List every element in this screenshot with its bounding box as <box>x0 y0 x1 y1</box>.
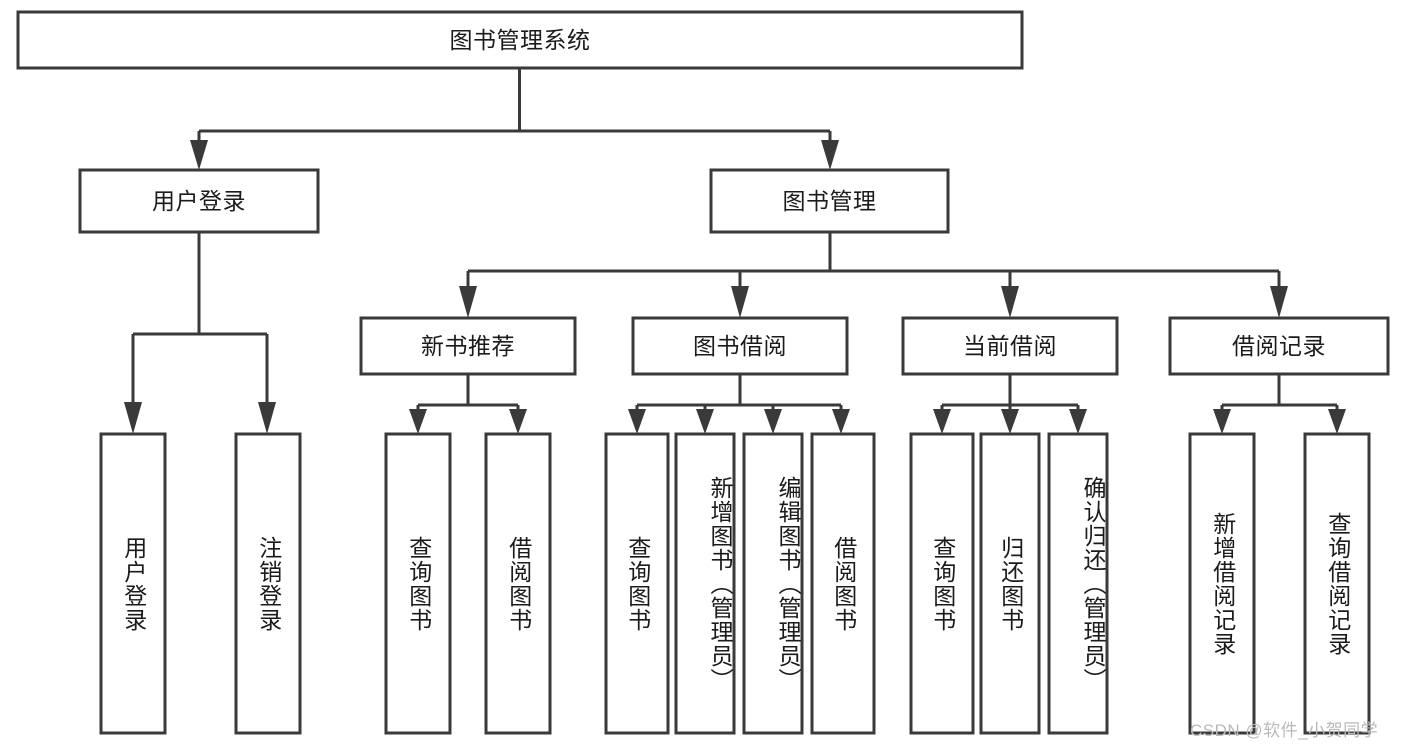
arrowhead-borrow-book-1 <box>509 409 527 434</box>
arrowhead-borrow-record <box>1270 286 1288 318</box>
arrowhead-query-book-1 <box>409 409 427 434</box>
arrowhead-current-borrow <box>1001 286 1019 318</box>
node-box-user-login[interactable] <box>78 168 320 234</box>
arrowhead-add-book <box>696 409 714 434</box>
arrowhead-book-management <box>821 140 839 170</box>
arrowhead-confirm-return <box>1069 409 1087 434</box>
node-box-return-book[interactable] <box>979 432 1041 735</box>
node-box-edit-book[interactable] <box>742 432 804 735</box>
arrowhead-query-book-3 <box>933 409 951 434</box>
node-box-add-book[interactable] <box>674 432 736 735</box>
node-box-confirm-return[interactable] <box>1047 432 1109 735</box>
connector-group-root <box>190 68 839 170</box>
connector-group-book-borrow <box>628 374 850 434</box>
node-box-book-management[interactable] <box>709 168 950 234</box>
node-box-new-book-recommend[interactable] <box>359 316 577 376</box>
node-box-borrow-record[interactable] <box>1168 316 1390 376</box>
node-box-borrow-book-2[interactable] <box>810 432 876 735</box>
connector-group-book-management <box>459 232 1288 318</box>
arrowhead-user-login <box>190 140 208 170</box>
node-box-user-login-leaf[interactable] <box>99 432 167 735</box>
arrowhead-query-book-2 <box>628 409 646 434</box>
node-box-query-borrow-record[interactable] <box>1303 432 1371 735</box>
connector-group-new-book-recommend <box>409 374 527 434</box>
node-box-current-borrow[interactable] <box>901 316 1119 376</box>
arrowhead-user-logout-leaf <box>258 402 276 434</box>
arrowhead-query-borrow-record <box>1328 409 1346 434</box>
arrowhead-borrow-book-2 <box>832 409 850 434</box>
node-box-root[interactable] <box>16 10 1024 70</box>
arrowhead-user-login-leaf <box>124 402 142 434</box>
arrowhead-return-book <box>1001 409 1019 434</box>
node-box-query-book-1[interactable] <box>384 432 452 735</box>
connector-group-current-borrow <box>933 374 1087 434</box>
arrowhead-book-borrow <box>731 286 749 318</box>
node-box-query-book-3[interactable] <box>909 432 975 735</box>
node-box-user-logout-leaf[interactable] <box>234 432 302 735</box>
node-box-query-book-2[interactable] <box>604 432 670 735</box>
arrowhead-new-book-recommend <box>459 286 477 318</box>
node-box-add-borrow-record[interactable] <box>1188 432 1256 735</box>
arrowhead-add-borrow-record <box>1213 409 1231 434</box>
arrowhead-edit-book <box>764 409 782 434</box>
connector-group-borrow-record <box>1213 374 1346 434</box>
node-box-book-borrow[interactable] <box>631 316 849 376</box>
connector-group-user-login <box>124 232 276 434</box>
node-box-borrow-book-1[interactable] <box>484 432 552 735</box>
